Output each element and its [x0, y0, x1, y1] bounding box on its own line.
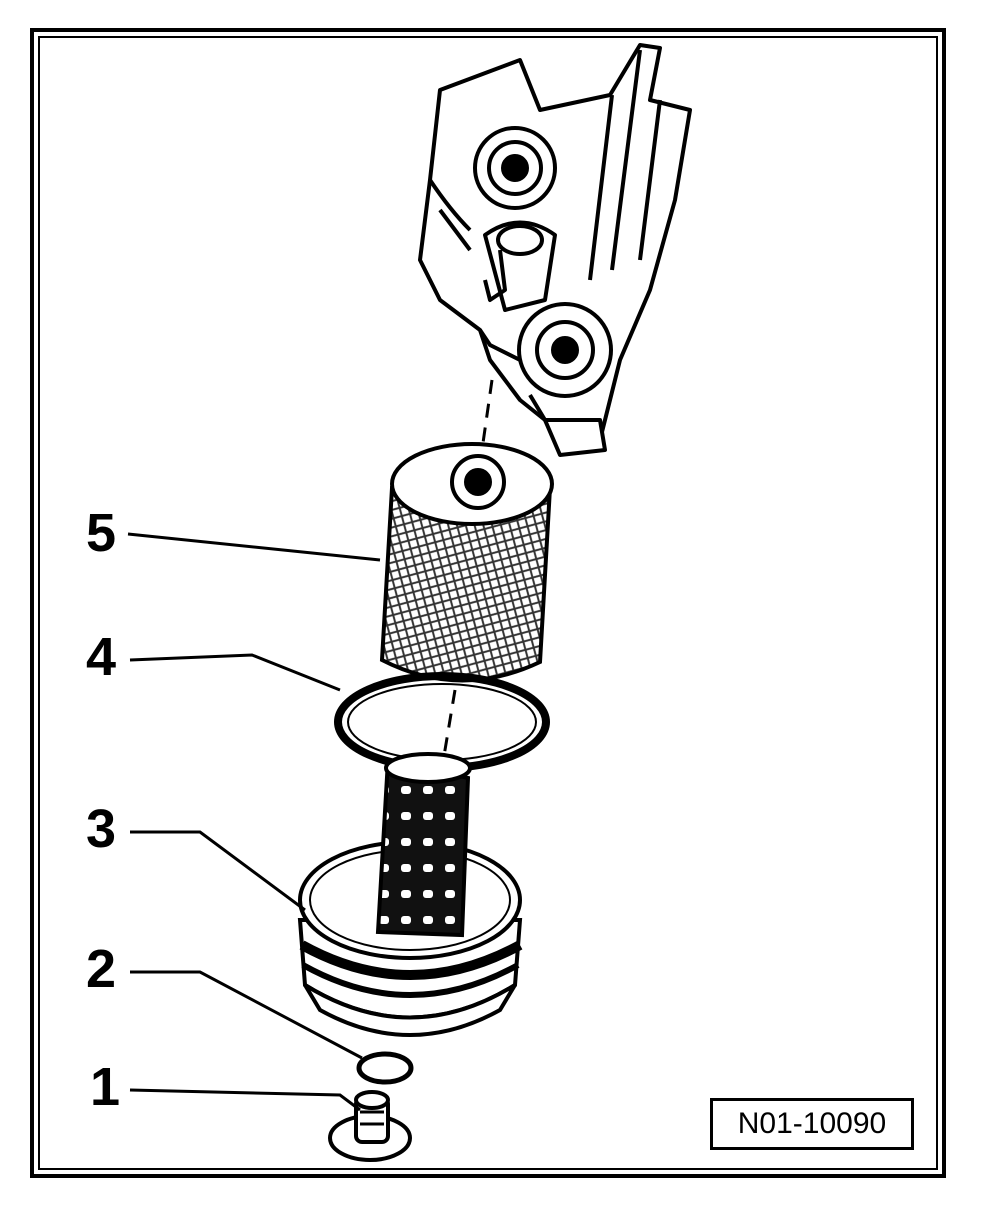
sealing-ring-small [356, 1051, 414, 1085]
callout-4: 4 [86, 627, 117, 687]
diagram-inner-border [38, 36, 938, 1170]
figure-id-label: N01-10090 [710, 1098, 914, 1150]
callout-1: 1 [90, 1057, 121, 1117]
drain-plug [328, 1090, 412, 1162]
filter-element [379, 442, 554, 683]
callout-3: 3 [86, 799, 117, 859]
callout-5: 5 [86, 503, 117, 563]
callout-2: 2 [86, 939, 117, 999]
filter-housing [418, 43, 692, 457]
filter-cover [297, 752, 523, 1037]
leader-lines [127, 532, 381, 1112]
